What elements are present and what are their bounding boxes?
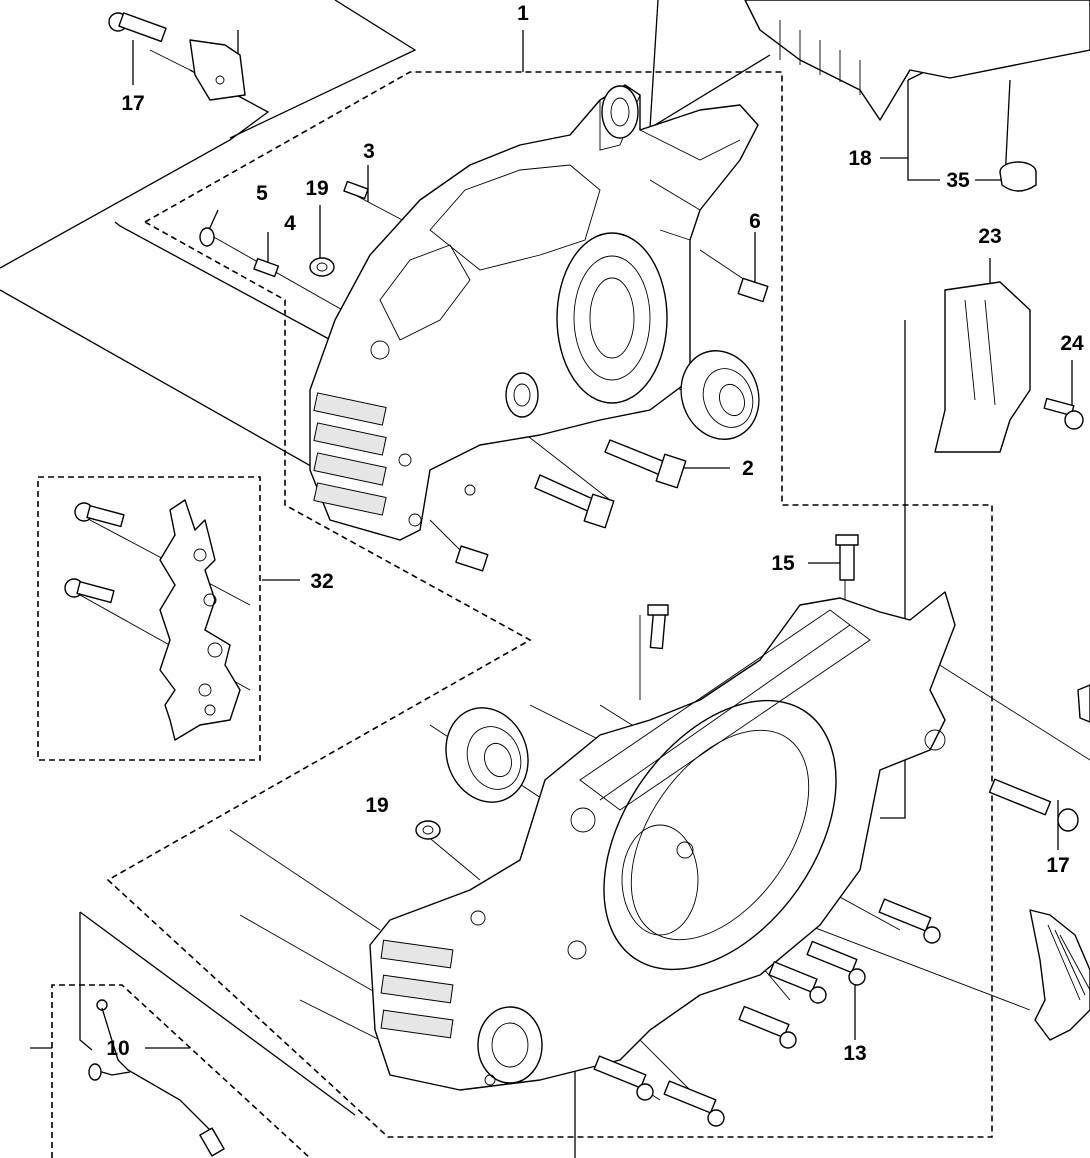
label-24: 24 (1060, 332, 1084, 355)
label-32: 32 (310, 570, 333, 593)
bolt-part-3 (343, 180, 369, 200)
label-4: 4 (284, 212, 296, 235)
bearing-upper (680, 350, 760, 440)
bolt-lower-vertical (647, 604, 669, 650)
label-15: 15 (771, 552, 795, 575)
plug-part-5 (199, 227, 215, 247)
group-outline-upper-crankcase (106, 71, 993, 1138)
screw-part-17-right (988, 778, 1079, 832)
label-18: 18 (848, 147, 872, 170)
spike-bumper-part-32 (159, 499, 241, 741)
label-23: 23 (978, 225, 1001, 248)
label-3: 3 (363, 140, 375, 163)
group-outline-wire-kit (51, 984, 311, 1158)
screw-part-24 (1043, 397, 1084, 430)
washer-part-19-b (415, 820, 441, 840)
pin-part-2-a (604, 439, 687, 489)
screw-part-17-top (108, 12, 167, 43)
group-outline-spike-kit (37, 476, 261, 761)
chain-catcher-right (1029, 909, 1090, 1041)
label-6: 6 (749, 210, 761, 233)
leader-lines (30, 19, 1073, 1158)
bolt-part-15 (835, 534, 859, 581)
label-5: 5 (256, 182, 268, 205)
crankcase-upper-half (309, 84, 759, 541)
label-19-lower: 19 (365, 794, 388, 817)
wire-part-10 (88, 999, 225, 1157)
label-2: 2 (742, 457, 754, 480)
label-17-top: 17 (121, 92, 144, 115)
label-13: 13 (843, 1042, 866, 1065)
label-35: 35 (946, 169, 970, 192)
cover-part-23 (934, 281, 1031, 453)
label-10: 10 (106, 1037, 129, 1060)
cap-part-35 (999, 161, 1037, 192)
part-right-edge (1077, 684, 1090, 723)
washer-part-19-a (309, 257, 335, 277)
bracket-top-left (189, 39, 246, 101)
screw-part-4 (253, 257, 280, 278)
label-17-right: 17 (1046, 854, 1069, 877)
part-number-labels: 1 2 3 4 5 6 10 13 15 17 17 18 19 19 23 2… (106, 2, 1084, 1065)
spike-screws (64, 502, 125, 604)
housing-top-right (744, 0, 1090, 121)
sleeve-lower (455, 545, 489, 572)
pin-part-2-b (534, 474, 615, 529)
label-19-top: 19 (305, 177, 328, 200)
sleeve-part-6 (737, 277, 769, 303)
screws-part-13 (593, 898, 941, 1127)
bearing-lower (445, 707, 529, 803)
label-1: 1 (517, 2, 529, 25)
crankcase-lower-half (369, 591, 956, 1091)
